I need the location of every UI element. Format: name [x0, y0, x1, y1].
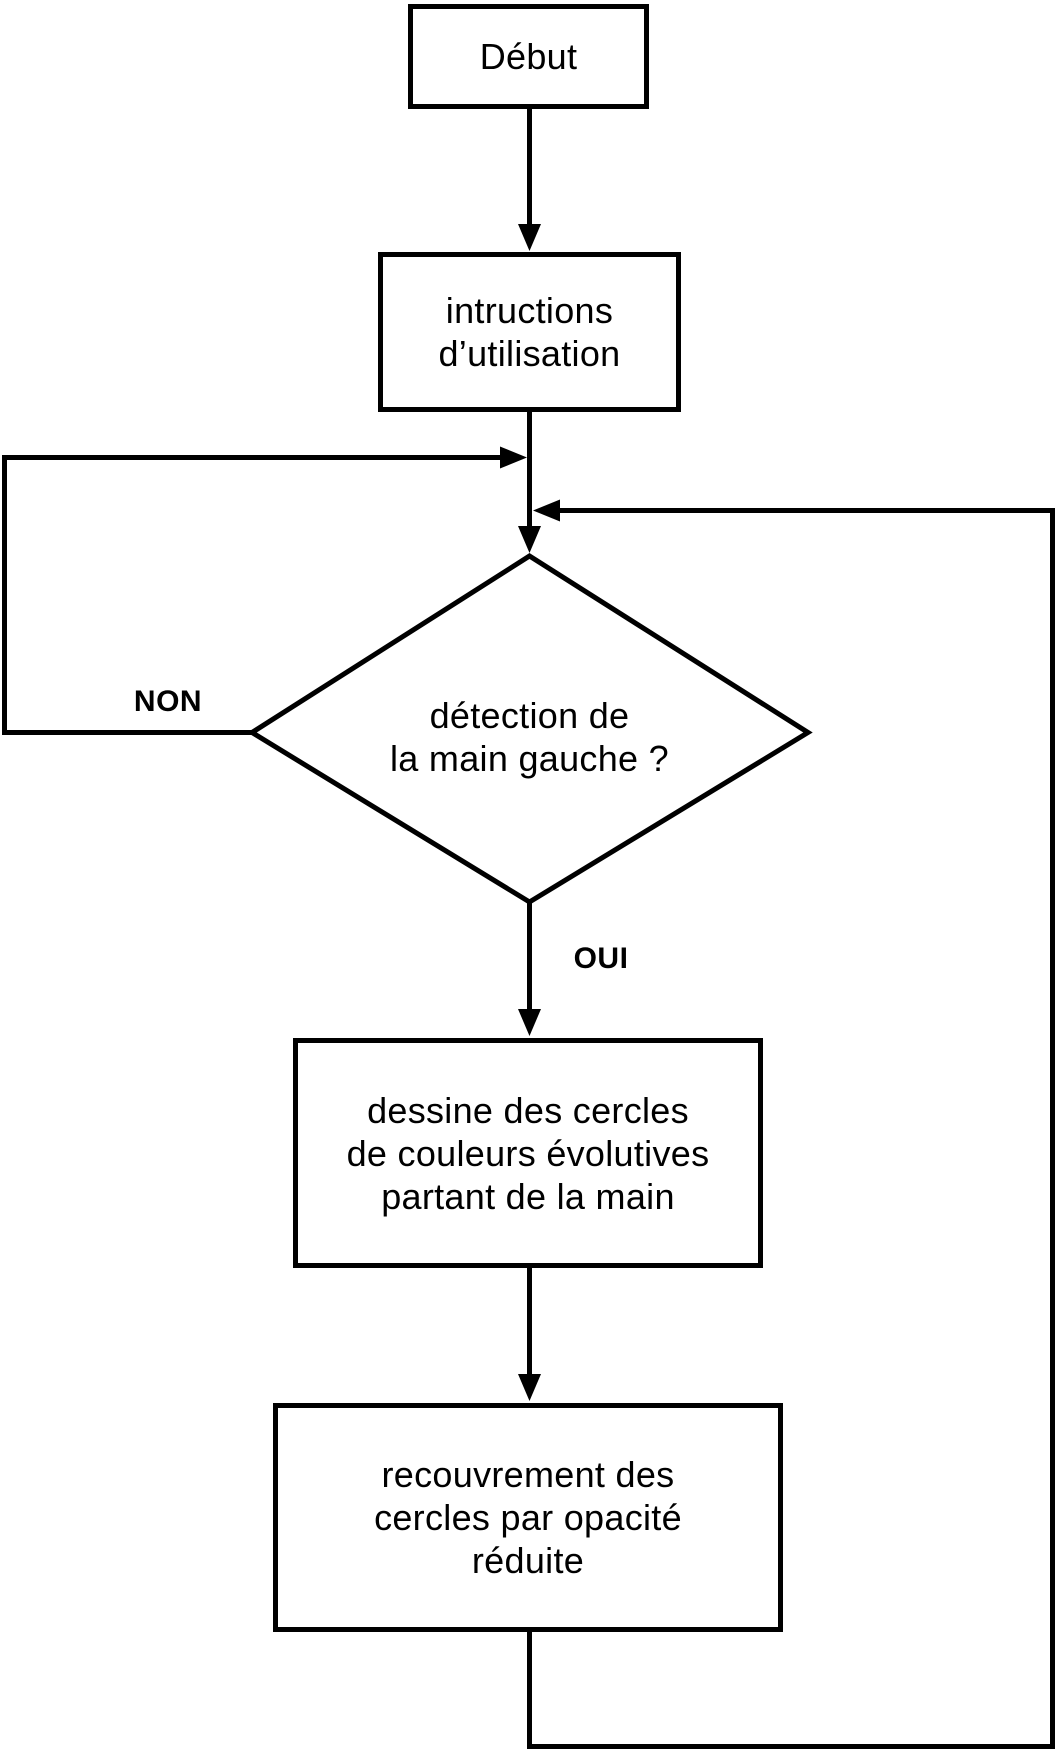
node-instructions-label: intructions d’utilisation: [438, 290, 621, 374]
edge-start-to-instructions: [518, 106, 541, 251]
edge-overlay-return-loop: [527, 499, 1055, 1749]
node-overlay-circles-label: recouvrement des cercles par opacité réd…: [374, 1454, 682, 1581]
node-start-label: Début: [479, 36, 578, 77]
edge-decision-yes: [518, 900, 541, 1036]
node-overlay-circles: recouvrement des cercles par opacité réd…: [273, 1403, 783, 1632]
edge-instructions-to-decision: [518, 410, 541, 553]
node-instructions: intructions d’utilisation: [378, 252, 681, 412]
edge-draw-to-overlay: [518, 1266, 541, 1401]
edge-decision-no-loop: [2, 446, 527, 735]
node-decision-label: détection de la main gauche ?: [390, 695, 669, 779]
node-draw-circles-label: dessine des cercles de couleurs évolutiv…: [346, 1089, 710, 1217]
branch-label-oui: OUI: [573, 942, 629, 975]
branch-label-non: NON: [133, 685, 203, 718]
node-draw-circles: dessine des cercles de couleurs évolutiv…: [293, 1038, 763, 1268]
node-start: Début: [408, 4, 649, 109]
